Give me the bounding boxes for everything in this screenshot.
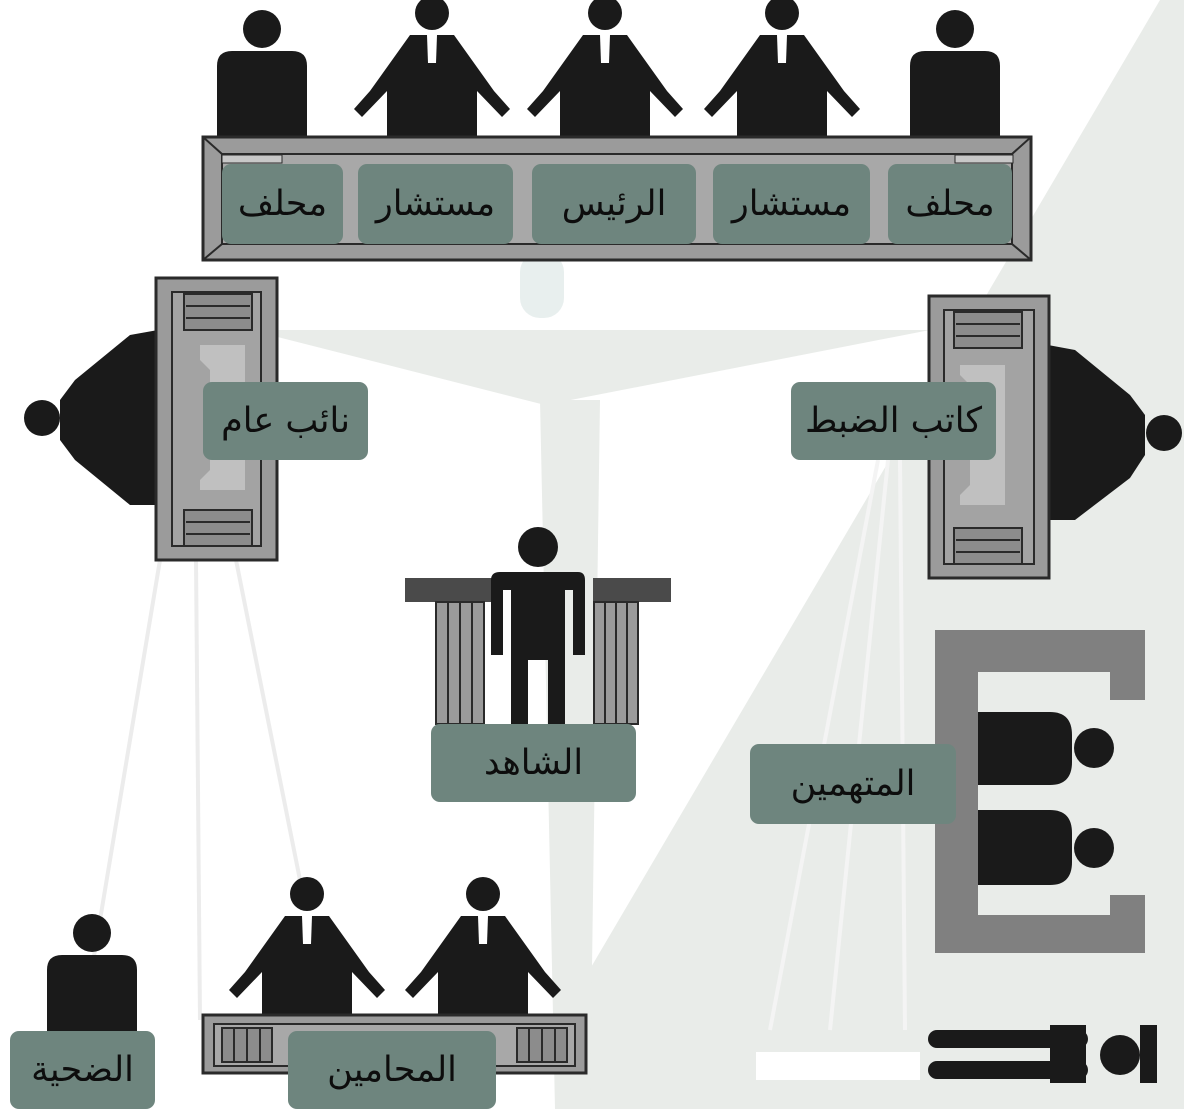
usher-person-icon: [928, 1025, 1157, 1083]
seat-label-president: الرئيس: [532, 164, 696, 244]
victim-person-icon: [47, 914, 137, 1040]
prosecutor-label: نائب عام: [203, 382, 368, 460]
seat-label-juror-left: محلف: [222, 164, 343, 244]
defendants-box: [935, 630, 1145, 953]
defendant-person-icon: [978, 810, 1114, 885]
clerk-label: كاتب الضبط: [791, 382, 996, 460]
bench-people: [217, 0, 1000, 136]
counselor-figure-icon: [354, 0, 510, 136]
victim-station: [47, 914, 137, 1040]
juror-person-icon: [910, 10, 1000, 136]
defendant-person-icon: [978, 712, 1114, 785]
victim-label: الضحية: [10, 1031, 155, 1109]
prosecutor-person-icon: [24, 330, 158, 505]
lawyer-figure-icon: [229, 877, 385, 1017]
witness-person-icon: [491, 527, 585, 724]
witness-label: الشاهد: [431, 724, 636, 802]
seat-label-juror-right: محلف: [888, 164, 1012, 244]
lawyer-figure-icon: [405, 877, 561, 1017]
witness-stand: [405, 527, 671, 725]
lawyers-label: المحامين: [288, 1031, 496, 1109]
seat-label-counselor-right: مستشار: [713, 164, 870, 244]
counselor-figure-icon: [704, 0, 860, 136]
lawyers-station: [201, 877, 588, 1075]
seat-label-counselor-left: مستشار: [358, 164, 513, 244]
president-figure-icon: [527, 0, 683, 136]
clerk-person-icon: [1048, 345, 1182, 520]
defendants-label: المتهمين: [750, 744, 956, 824]
juror-person-icon: [217, 10, 307, 136]
